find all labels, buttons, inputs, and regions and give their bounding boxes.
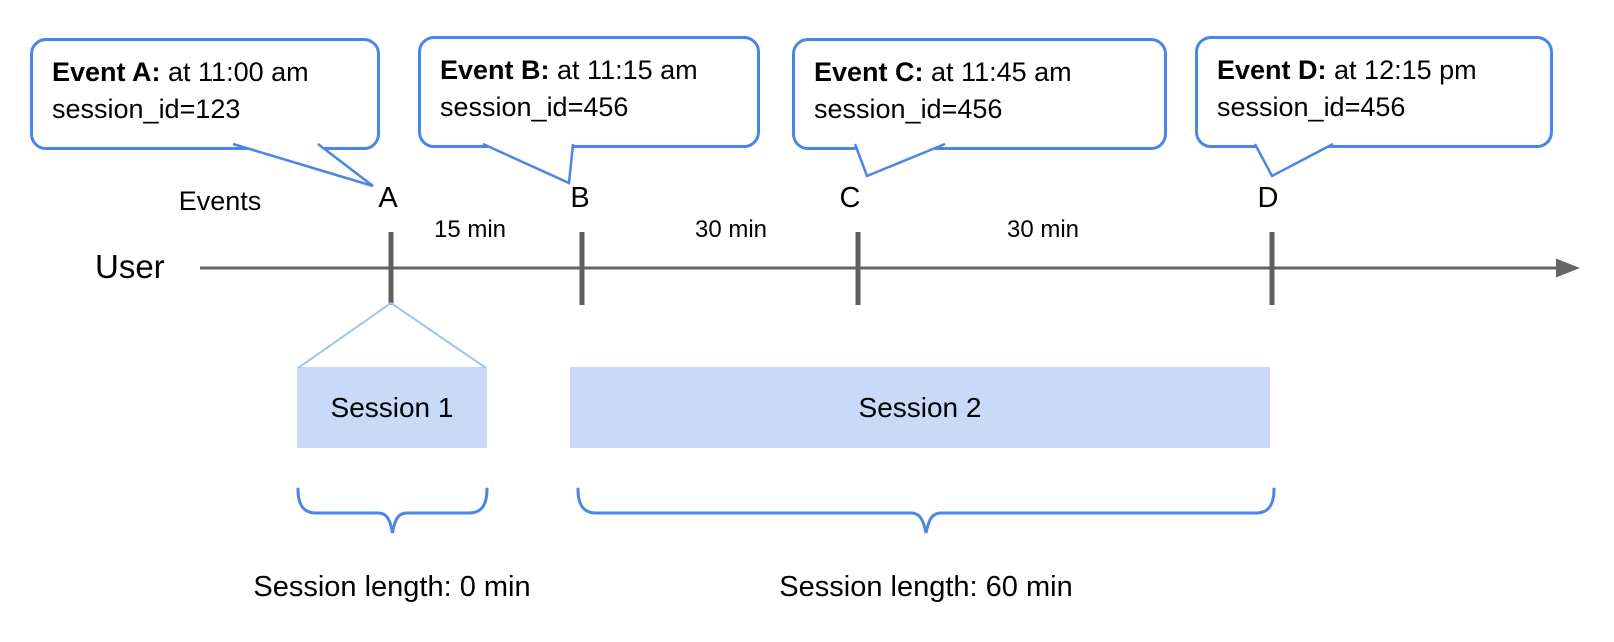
- event-a-callout-line1: Event A: at 11:00 am: [52, 54, 358, 91]
- event-a-session-id: session_id=123: [52, 94, 241, 124]
- event-a-title: Event A:: [52, 57, 161, 87]
- event-marker-d: D: [1257, 182, 1279, 214]
- event-b-time: at 11:15 am: [549, 55, 698, 85]
- event-b-callout-tail: [482, 142, 575, 185]
- event-c-session-id: session_id=456: [814, 94, 1003, 124]
- session-2-label: Session 2: [858, 391, 982, 423]
- event-d-session-id: session_id=456: [1217, 92, 1406, 122]
- event-d-time: at 12:15 pm: [1326, 55, 1477, 85]
- event-marker-c: C: [839, 182, 861, 214]
- event-d-callout-tail: [1253, 142, 1334, 178]
- session-1-label: Session 1: [330, 391, 454, 423]
- event-tick-a: [388, 232, 394, 305]
- session-2-length-label: Session length: 60 min: [779, 571, 1073, 603]
- event-d-callout: Event D: at 12:15 pm session_id=456: [1195, 36, 1553, 148]
- event-c-title: Event C:: [814, 57, 924, 87]
- user-axis-label: User: [95, 248, 165, 285]
- interval-c-d-label: 30 min: [1006, 216, 1080, 243]
- events-row-label: Events: [178, 186, 262, 216]
- event-tick-c: [855, 232, 861, 305]
- session-1-box: Session 1: [297, 367, 487, 448]
- event-c-callout: Event C: at 11:45 am session_id=456: [792, 38, 1167, 150]
- event-a-to-session-1-funnel: [297, 302, 487, 369]
- event-a-time: at 11:00 am: [160, 57, 309, 87]
- event-a-callout: Event A: at 11:00 am session_id=123: [30, 38, 380, 150]
- interval-b-c-label: 30 min: [694, 216, 768, 243]
- event-b-callout: Event B: at 11:15 am session_id=456: [418, 36, 760, 148]
- event-b-callout-line1: Event B: at 11:15 am: [440, 52, 738, 89]
- interval-a-b-label: 15 min: [433, 216, 507, 243]
- event-b-session-id: session_id=456: [440, 92, 629, 122]
- event-d-title: Event D:: [1217, 55, 1327, 85]
- event-tick-d: [1269, 232, 1275, 305]
- event-c-time: at 11:45 am: [923, 57, 1072, 87]
- timeline-arrowhead-icon: [1556, 258, 1580, 278]
- session-2-brace: [576, 487, 1276, 534]
- event-tick-b: [579, 232, 585, 305]
- event-a-callout-tail: [232, 142, 374, 188]
- event-d-callout-line1: Event D: at 12:15 pm: [1217, 52, 1531, 89]
- event-c-callout-line1: Event C: at 11:45 am: [814, 54, 1145, 91]
- session-1-brace: [296, 487, 489, 534]
- event-marker-b: B: [570, 182, 590, 214]
- session-1-length-label: Session length: 0 min: [253, 571, 531, 603]
- event-b-title: Event B:: [440, 55, 550, 85]
- event-marker-a: A: [378, 182, 398, 214]
- session-2-box: Session 2: [570, 367, 1270, 448]
